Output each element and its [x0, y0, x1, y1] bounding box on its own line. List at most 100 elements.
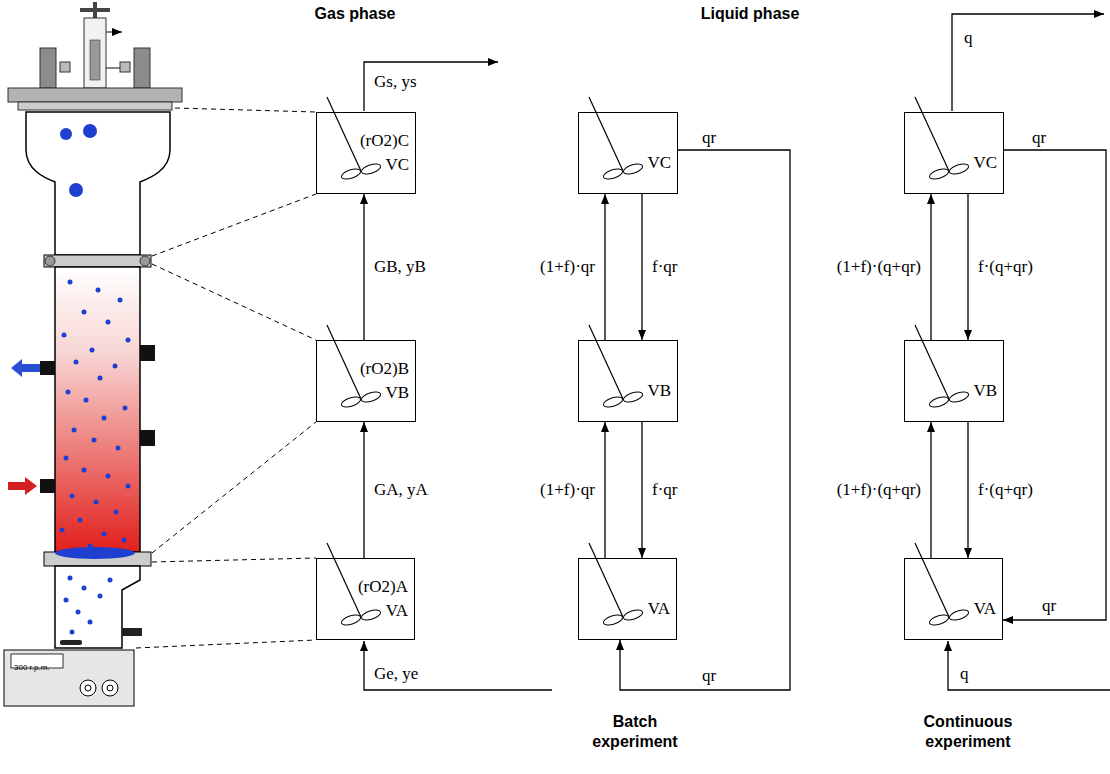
stream-label: qr	[700, 666, 718, 685]
rate-label: (rO2)C	[360, 131, 409, 151]
reactor-head	[26, 112, 170, 255]
stirrer-shaft	[915, 543, 949, 617]
label-holder: Ge, ye	[372, 664, 420, 684]
label-holder: GA, yA	[372, 480, 430, 500]
stirrer-shaft	[915, 325, 949, 399]
bubble	[106, 474, 111, 479]
volume-label: VB	[647, 381, 671, 401]
volume-label: VB	[385, 383, 409, 403]
flow-label: (1+f)·qr	[538, 257, 597, 276]
impeller-blade	[602, 395, 624, 409]
stirrer-shaft	[589, 97, 623, 171]
bubble	[68, 576, 73, 581]
probe-block	[40, 48, 56, 88]
bubble	[106, 320, 111, 325]
liquid-inlet-line	[948, 641, 1110, 690]
volume-label: VA	[386, 601, 408, 621]
dashed-guide	[152, 558, 316, 562]
bubble	[114, 510, 119, 515]
stirrer-shaft	[327, 325, 361, 399]
bubble	[82, 586, 87, 591]
top-plate	[18, 102, 172, 110]
flow-label: (1+f)·(q+qr)	[835, 480, 923, 499]
label-holder: (1+f)·(q+qr)	[835, 257, 923, 277]
label-holder: f·qr	[650, 480, 679, 500]
label-holder: Liquid phase	[670, 4, 830, 24]
flow-label: (1+f)·(q+qr)	[835, 257, 923, 276]
flow-label: qr	[700, 128, 718, 147]
impeller-blade	[360, 390, 382, 404]
knob	[80, 680, 96, 696]
bubble	[122, 538, 127, 543]
bubble	[60, 528, 65, 533]
bubble	[90, 348, 95, 353]
label-holder: Continuous experiment	[913, 712, 1023, 752]
reactor-compartment: VC	[578, 112, 678, 194]
impeller-blade	[340, 167, 362, 181]
label-holder: q	[958, 664, 971, 684]
rate-label: (rO2)B	[360, 359, 409, 379]
impeller-blade	[360, 162, 382, 176]
volume-label: VC	[647, 153, 671, 173]
probe-block	[134, 48, 150, 88]
dashed-guide	[152, 422, 316, 553]
bubble	[70, 494, 75, 499]
clamp	[60, 62, 70, 72]
bubble	[70, 630, 75, 635]
flow-label: GA, yA	[372, 480, 430, 499]
reactor-compartment: VB	[904, 340, 1004, 422]
reactor-compartment: (rO2)AVA	[316, 558, 415, 640]
label-holder: GB, yB	[372, 257, 428, 277]
stirrer-shaft	[915, 97, 949, 171]
port-arrow	[106, 31, 122, 32]
label-holder: Gas phase	[285, 4, 425, 24]
gas-outlet-line	[364, 62, 498, 111]
bubble	[102, 532, 107, 537]
flow-label: f·qr	[650, 257, 679, 276]
reactor-compartment: (rO2)CVC	[316, 112, 416, 194]
bubble	[123, 406, 128, 411]
bubble	[92, 438, 97, 443]
flow-label: f·qr	[650, 480, 679, 499]
stream-label: 300 r.p.m.	[14, 663, 50, 672]
label-holder: qr	[1030, 128, 1048, 148]
bubble	[102, 416, 107, 421]
jacket-port	[40, 361, 55, 375]
flow-arrow	[967, 194, 968, 340]
flow-arrow	[967, 422, 968, 558]
label-holder: q	[962, 28, 975, 48]
stirrer-housing	[84, 18, 106, 88]
flow-arrow	[604, 422, 605, 558]
volume-label: VA	[974, 599, 996, 619]
magnetic-stirrer	[4, 650, 134, 706]
bubble	[96, 288, 101, 293]
bubble	[82, 468, 87, 473]
bubble	[66, 390, 71, 395]
impeller-blade	[340, 613, 362, 627]
bubble	[83, 124, 97, 138]
label-holder: f·(q+qr)	[976, 480, 1035, 500]
bolt	[45, 256, 55, 266]
impeller-blade	[602, 613, 624, 627]
impeller-blade	[622, 390, 644, 404]
impeller-blade	[622, 608, 644, 622]
impeller-blade	[622, 162, 644, 176]
label-holder: f·(q+qr)	[976, 257, 1035, 277]
dashed-guide	[136, 640, 316, 648]
stream-label: qr	[1040, 596, 1058, 615]
stream-label: q	[962, 28, 975, 47]
bubble-column	[55, 267, 140, 552]
bubble	[60, 128, 72, 140]
bubble	[68, 280, 73, 285]
clamp	[120, 62, 130, 72]
reactor-compartment: VC	[904, 112, 1004, 194]
side-port	[140, 430, 155, 446]
flow-label: f·(q+qr)	[976, 257, 1035, 276]
stirrer-shaft	[327, 543, 361, 617]
impeller-blade	[602, 167, 624, 181]
stream-label: Gs, ys	[372, 72, 419, 91]
bubble	[116, 446, 121, 451]
volume-label: VA	[648, 599, 670, 619]
impeller-symbol	[317, 113, 415, 193]
impeller-blade	[360, 608, 382, 622]
